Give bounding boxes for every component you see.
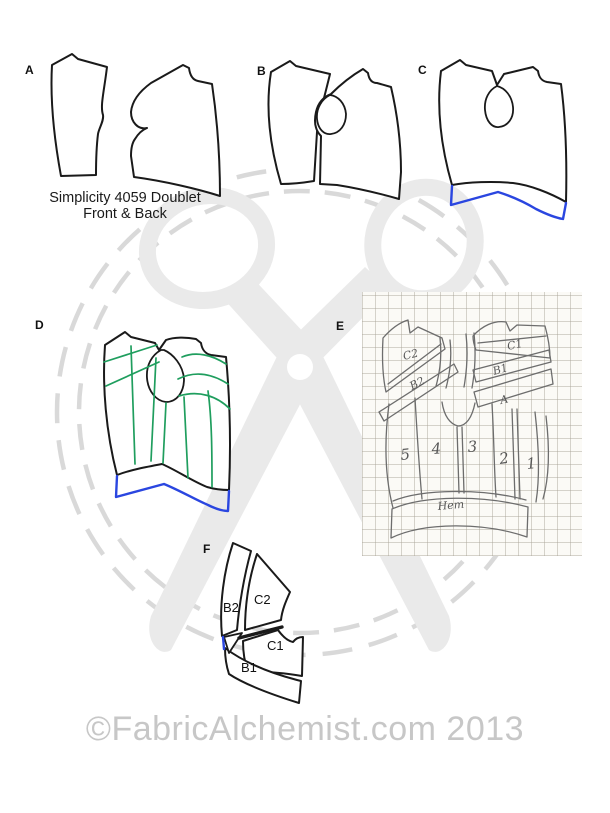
caption-line-1: Simplicity 4059 Doublet	[49, 190, 201, 206]
hem-extension-line-blue	[449, 184, 568, 221]
sketch-center-flap-left	[435, 337, 452, 389]
sketch-band-b2	[378, 363, 459, 422]
pattern-caption: Simplicity 4059 Doublet Front & Back	[35, 190, 215, 222]
panel-number-4: 4	[430, 439, 442, 458]
piece-label-c2: C2	[254, 592, 271, 607]
sketch-divider-2	[491, 403, 497, 498]
sketch-label-hem: Hem	[436, 498, 465, 513]
panel-number-5: 5	[400, 445, 411, 464]
panel-number-2: 2	[497, 449, 510, 468]
sketch-label-a: A	[498, 392, 510, 407]
blue-notch-mark	[221, 635, 226, 651]
pattern-piece-back-joined	[267, 60, 331, 185]
sketch-piece-c1	[472, 320, 551, 359]
step-label-c: C	[418, 63, 427, 77]
step-c-drawing	[438, 59, 568, 221]
armhole-teardrop	[484, 85, 514, 128]
style-line-green	[130, 345, 136, 465]
sketch-labels: C2 B2 C1 B1 A 5 4 3 2 1 Hem	[400, 337, 537, 513]
sketch-center-flap-right	[463, 332, 476, 389]
sketch-band-a	[473, 368, 554, 408]
panel-number-3: 3	[467, 437, 478, 456]
style-line-green	[183, 396, 189, 479]
sketch-band-b1	[472, 349, 552, 383]
style-line-green	[178, 392, 231, 410]
sketch-hem-outline	[390, 497, 529, 539]
sketch-label-c2: C2	[402, 347, 420, 363]
scissor-handle-loop-left	[138, 186, 276, 310]
pattern-piece-front	[130, 64, 221, 197]
step-b-drawing	[267, 60, 402, 200]
sketch-right-edge	[534, 411, 540, 503]
sketch-neckline	[441, 401, 476, 427]
sketch-collar-line-c1	[477, 335, 547, 344]
scissor-blade-left	[149, 346, 316, 652]
hem-extension-line-blue	[114, 474, 231, 513]
sketch-left-assembly	[378, 319, 459, 422]
style-line-green	[181, 353, 227, 365]
collar-piece-c2	[244, 553, 291, 631]
step-label-f: F	[203, 542, 211, 556]
hand-drawn-sketch-photo: C2 B2 C1 B1 A 5 4 3 2 1 Hem	[362, 292, 582, 556]
sketch-hem-band	[390, 497, 529, 539]
sketch-left-edge	[385, 403, 394, 509]
step-label-a: A	[25, 63, 34, 77]
sketch-outer-right-edge	[542, 415, 550, 500]
armhole-teardrop	[316, 94, 347, 135]
sketch-divider-1	[414, 397, 423, 500]
step-f-drawing: B2 C2 C1 B1	[220, 542, 304, 704]
sketch-label-c1: C1	[506, 337, 524, 353]
piece-label-c1: C1	[267, 638, 284, 653]
style-lines-green	[103, 344, 231, 488]
panel-number-1: 1	[526, 454, 537, 473]
step-label-b: B	[257, 64, 266, 78]
sketch-right-assembly	[463, 320, 554, 408]
shoulder-seam-bold-line	[237, 625, 284, 640]
step-d-drawing	[103, 331, 231, 513]
style-line-green	[207, 390, 213, 488]
collar-piece-b1	[224, 647, 302, 704]
sketch-body-panels	[385, 397, 550, 509]
copyright-watermark: ©FabricAlchemist.com 2013	[85, 710, 525, 748]
piece-label-b1: B1	[241, 660, 257, 675]
sketch-panel-bottom	[392, 490, 527, 502]
pattern-piece-back	[50, 53, 108, 177]
sketch-collar-line-c2	[387, 343, 442, 385]
scissor-pivot	[287, 354, 313, 380]
step-a-drawing	[50, 53, 221, 197]
style-line-green	[162, 402, 167, 464]
sketch-divider-3	[511, 408, 521, 500]
sketch-piece-c2	[381, 319, 446, 393]
style-line-green	[177, 373, 229, 385]
sketch-drawing: C2 B2 C1 B1 A 5 4 3 2 1 Hem	[378, 319, 554, 539]
sketch-label-b1: B1	[490, 361, 509, 378]
merged-pattern-piece	[438, 59, 568, 203]
collar-piece-b2	[220, 542, 252, 637]
caption-line-2: Front & Back	[83, 206, 167, 222]
style-line-green	[150, 357, 157, 462]
step-label-d: D	[35, 318, 44, 332]
piece-label-b2: B2	[223, 600, 239, 615]
sketch-center-front-lines	[456, 426, 465, 494]
step-label-e: E	[336, 319, 345, 333]
